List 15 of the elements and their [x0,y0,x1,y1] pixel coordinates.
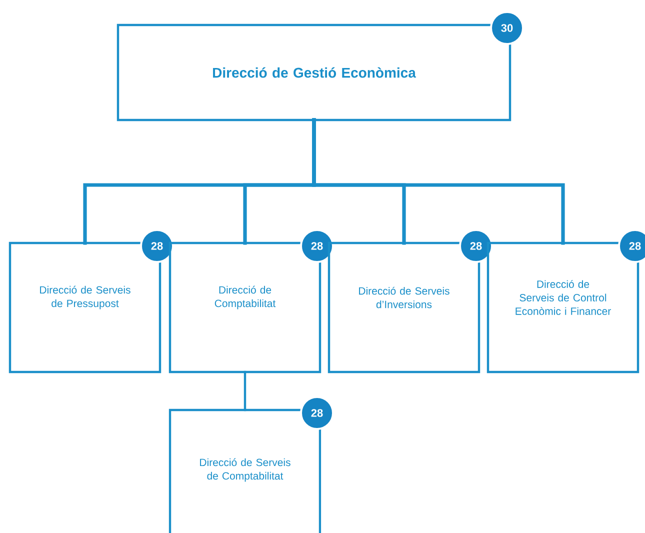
number-badge: 28 [300,396,334,430]
org-box: Direcció de Serveis de Comptabilitat 28 [168,396,334,533]
number-badge: 28 [459,229,493,263]
number-badge: 30 [490,11,524,45]
org-box: Direcció de Serveis de Control Econòmic i Financer 28 [486,229,645,374]
org-box: Direcció de Serveis de Pressupost 28 [8,229,174,374]
org-box: Direcció de Serveis d’Inversions 28 [328,229,493,374]
org-box: Direcció de Gestió Econòmica 30 [116,11,524,122]
number-badge: 28 [300,229,334,263]
connector-line [312,118,565,245]
connector-line [244,370,246,412]
org-box: Direcció de Comptabilitat 28 [168,229,334,374]
number-badge: 28 [140,229,174,263]
number-badge: 28 [618,229,645,263]
node-label: Direcció de Serveis de Comptabilitat [200,458,290,482]
